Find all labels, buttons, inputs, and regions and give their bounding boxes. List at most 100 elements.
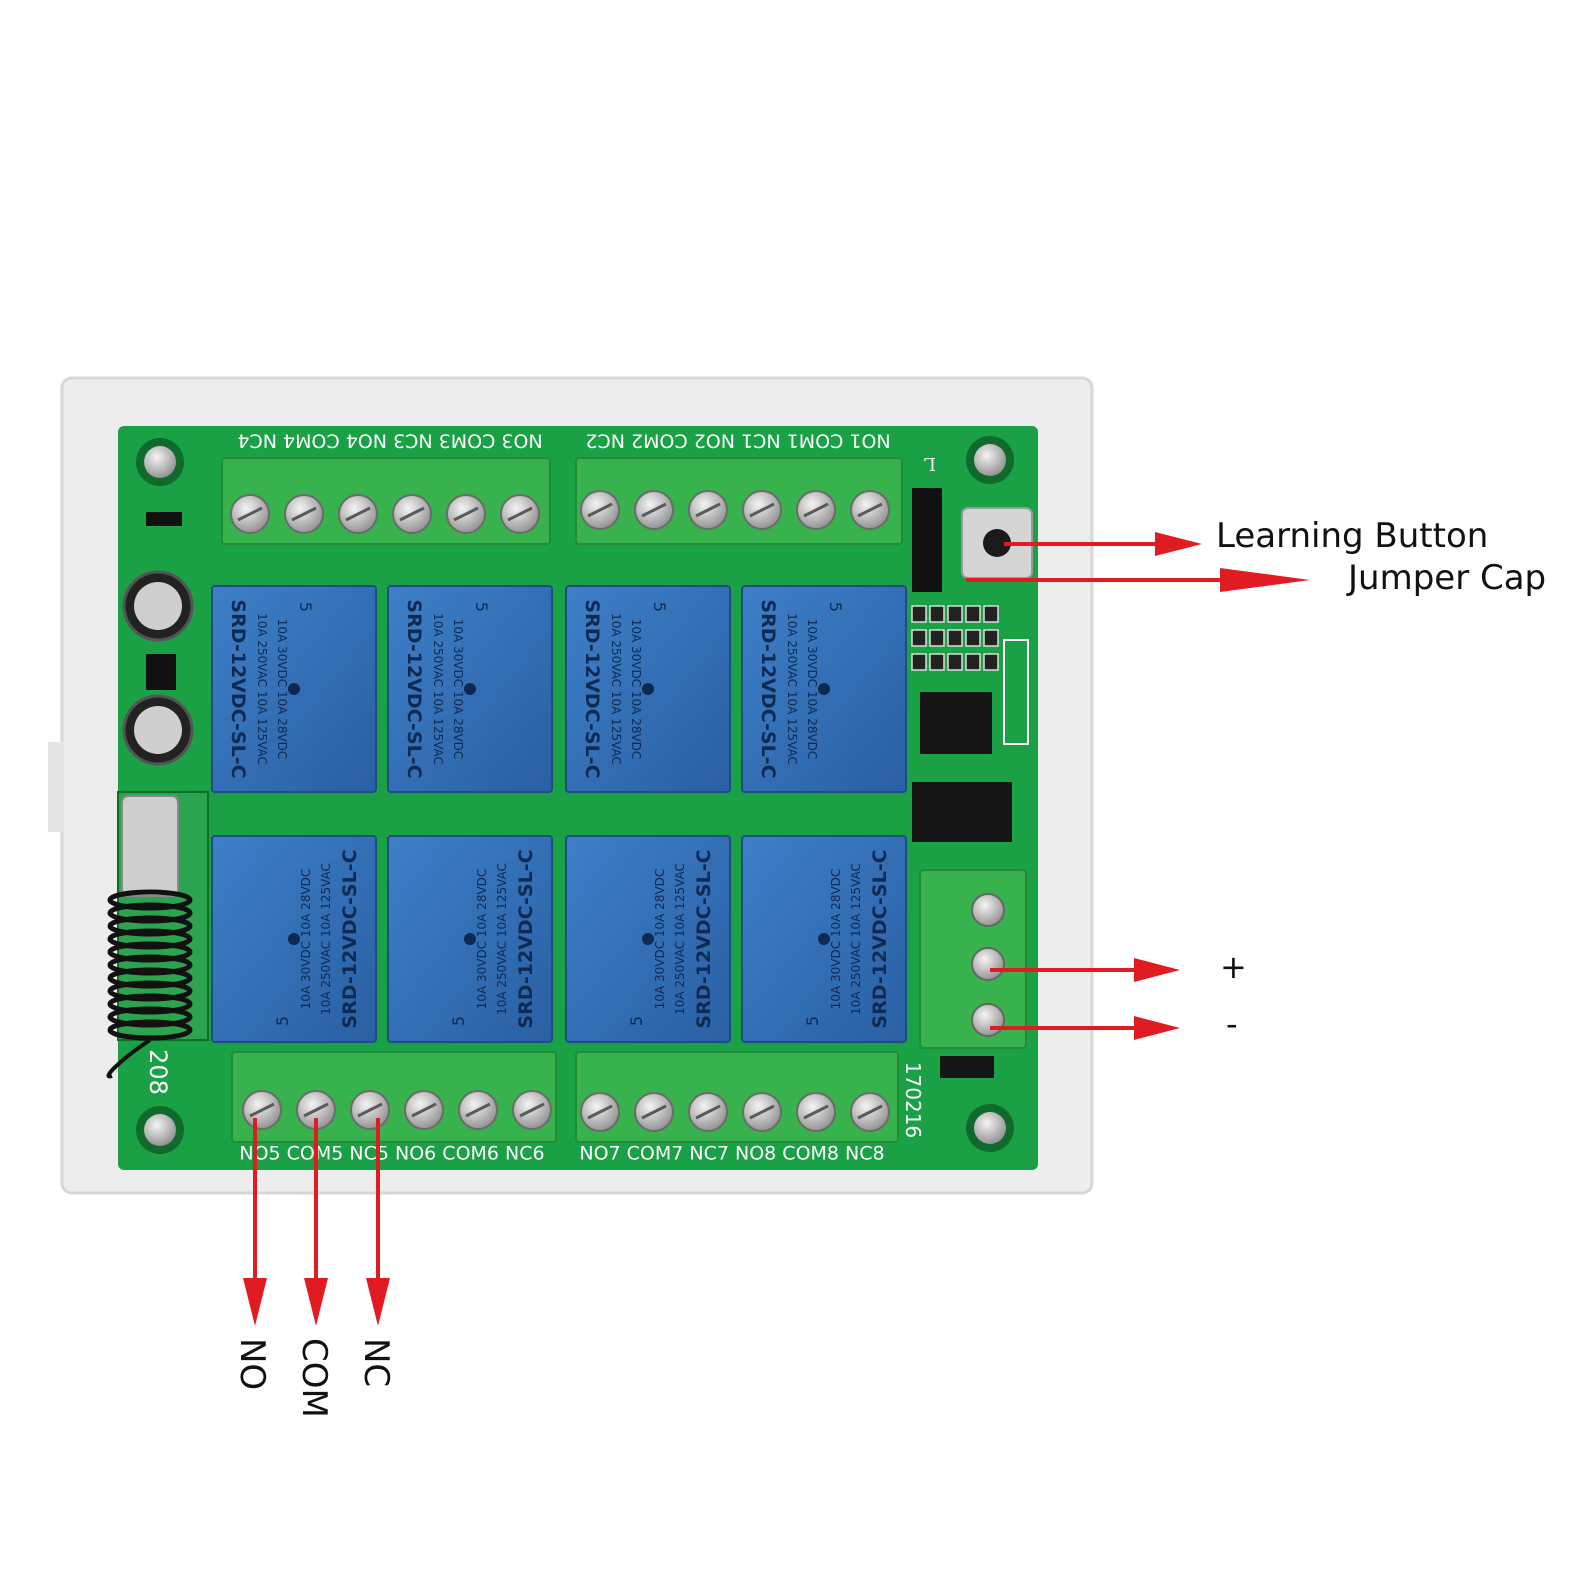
callout-learning-button: Learning Button <box>1216 516 1489 556</box>
arrow-no <box>243 1118 267 1326</box>
terminal-screw <box>742 1092 782 1132</box>
power-screw-plus <box>971 947 1005 981</box>
relay: SRD-12VDC-SL-C 10A 250VAC 10A 125VAC 10A 3… <box>741 835 907 1043</box>
arrow-minus <box>990 1016 1180 1040</box>
relay: SRD-12VDC-SL-C 10A 250VAC 10A 125VAC 10A 3… <box>211 585 377 793</box>
arrow-nc <box>366 1118 390 1326</box>
terminal-screw <box>850 490 890 530</box>
terminal-screw <box>350 1090 390 1130</box>
smd-component <box>965 653 981 671</box>
relay-label: 10A 250VAC 10A 125VAC <box>319 863 333 1015</box>
diode <box>940 1056 994 1078</box>
terminal-screw <box>742 490 782 530</box>
relay-number: 5 <box>472 602 491 612</box>
antenna-coil-turn <box>107 941 193 963</box>
relay-number: 5 <box>296 602 315 612</box>
relay-label: 10A 30VDC 10A 28VDC <box>653 869 667 1010</box>
smd-component <box>983 653 999 671</box>
relay-label: 10A 30VDC 10A 28VDC <box>275 619 289 760</box>
relay-label: 10A 250VAC 10A 125VAC <box>431 613 445 765</box>
callout-no: NO <box>232 1338 272 1391</box>
relay-label: 10A 250VAC 10A 125VAC <box>495 863 509 1015</box>
relay-number: 5 <box>449 1016 468 1026</box>
callout-minus: - <box>1226 1005 1238 1043</box>
terminal-screw-row <box>230 490 890 534</box>
mounting-screw <box>136 438 184 486</box>
antenna-coil-turn <box>107 980 193 1002</box>
arrow-jumper-cap <box>966 568 1310 592</box>
relay-label: SRD-12VDC-SL-C <box>869 849 891 1028</box>
antenna-coil-turn <box>107 928 193 950</box>
relay-label: 10A 250VAC 10A 125VAC <box>255 613 269 765</box>
terminal-screw <box>284 494 324 534</box>
smd-component <box>911 629 927 647</box>
smd-component <box>965 629 981 647</box>
model-mark: 208 <box>144 1049 172 1095</box>
relay-label: SRD-12VDC-SL-C <box>515 849 537 1028</box>
terminal-screw <box>688 1092 728 1132</box>
smd-component <box>911 653 927 671</box>
antenna-coil-turn <box>107 967 193 989</box>
relay-label: 10A 30VDC 10A 28VDC <box>829 869 843 1010</box>
terminal-screw <box>634 490 674 530</box>
capacitor-top <box>134 706 182 754</box>
top-terminal-label-right: NO1 COM1 NC1 NO2 COM2 NC2 <box>585 430 890 452</box>
capacitor-top <box>134 582 182 630</box>
smd-component <box>947 653 963 671</box>
smd-component <box>947 629 963 647</box>
terminal-screw <box>512 1090 552 1130</box>
smd-component <box>983 605 999 623</box>
relay-label: SRD-12VDC-SL-C <box>339 849 361 1028</box>
callout-jumper-cap: Jumper Cap <box>1348 558 1547 598</box>
arrow-learning-button <box>1004 532 1202 556</box>
callout-plus: + <box>1220 948 1247 986</box>
smd-component <box>983 629 999 647</box>
relay: SRD-12VDC-SL-C 10A 250VAC 10A 125VAC 10A 3… <box>565 585 731 793</box>
relay-label: SRD-12VDC-SL-C <box>581 599 603 778</box>
relay: SRD-12VDC-SL-C 10A 250VAC 10A 125VAC 10A 3… <box>741 585 907 793</box>
jumper-header <box>912 488 942 592</box>
relay-label: SRD-12VDC-SL-C <box>757 599 779 778</box>
relay-number: 5 <box>826 602 845 612</box>
relay-label: 10A 30VDC 10A 28VDC <box>629 619 643 760</box>
antenna-coil-turn <box>107 954 193 976</box>
terminal-block <box>575 1051 899 1143</box>
relay-label: 10A 250VAC 10A 125VAC <box>785 613 799 765</box>
terminal-screw-row <box>242 1090 890 1132</box>
antenna-coil <box>107 889 193 1041</box>
relay-label: 10A 30VDC 10A 28VDC <box>805 619 819 760</box>
terminal-screw <box>688 490 728 530</box>
antenna-coil-turn <box>107 902 193 924</box>
transistor <box>146 654 176 690</box>
bottom-terminal-label-right: NO7 COM7 NC7 NO8 COM8 NC8 <box>579 1143 884 1165</box>
arrow-com <box>304 1118 328 1326</box>
learning-button-cap[interactable] <box>983 529 1011 557</box>
terminal-block <box>221 457 551 545</box>
terminal-block <box>231 1051 557 1143</box>
terminal-screw <box>500 494 540 534</box>
relay-label: SRD-12VDC-SL-C <box>403 599 425 778</box>
power-screw-minus <box>971 1003 1005 1037</box>
case-side-tab <box>48 742 64 832</box>
terminal-screw <box>458 1090 498 1130</box>
relay-number: 5 <box>650 602 669 612</box>
relay-number: 5 <box>273 1016 292 1026</box>
terminal-screw <box>296 1090 336 1130</box>
mounting-screw <box>966 436 1014 484</box>
relay-label: 10A 30VDC 10A 28VDC <box>299 869 313 1010</box>
power-screw-gnd <box>971 893 1005 927</box>
terminal-screw <box>796 1092 836 1132</box>
smd-component-grid <box>911 605 999 671</box>
relay-label: 10A 250VAC 10A 125VAC <box>849 863 863 1015</box>
relay-label: SRD-12VDC-SL-C <box>227 599 249 778</box>
terminal-screw <box>580 490 620 530</box>
mounting-screw <box>136 1106 184 1154</box>
terminal-screw <box>242 1090 282 1130</box>
mounting-screw <box>966 1104 1014 1152</box>
relay-label: 10A 250VAC 10A 125VAC <box>609 613 623 765</box>
antenna-coil-turn <box>107 1006 193 1028</box>
pin-header <box>1003 639 1029 745</box>
